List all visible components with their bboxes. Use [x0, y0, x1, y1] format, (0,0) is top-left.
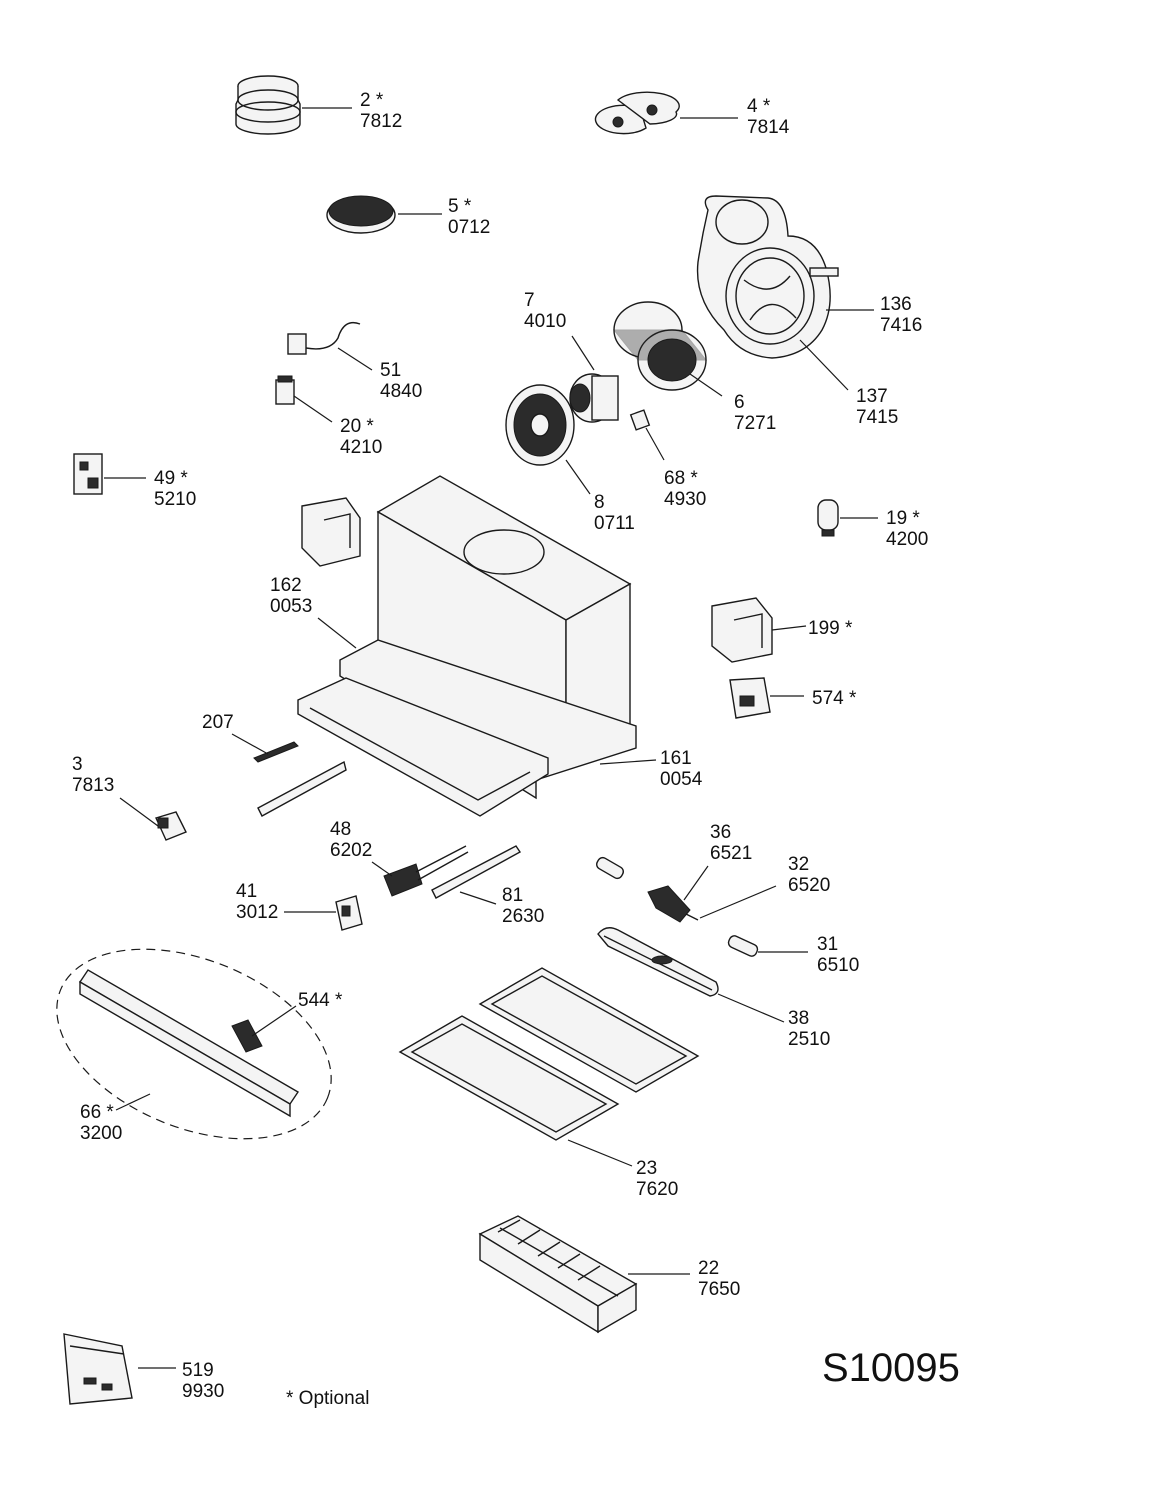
part-rail-upper	[257, 760, 347, 817]
part-motor-housing	[696, 195, 839, 359]
part-front-trim	[56, 948, 332, 1140]
part-fixing-clip	[729, 677, 771, 719]
part-latch	[155, 811, 187, 841]
part-duct-collar	[235, 75, 301, 135]
diagram-code: S10095	[822, 1346, 960, 1390]
part-strip	[253, 741, 299, 763]
callout-544: 544 *	[298, 990, 343, 1011]
callout-5: 5 *0712	[448, 196, 491, 238]
callout-68: 68 *4930	[664, 468, 707, 510]
callout-199: 199 *	[808, 618, 853, 639]
callout-20: 20 *4210	[340, 416, 383, 458]
part-control-board	[73, 453, 103, 495]
part-switch	[275, 375, 295, 405]
callout-4: 4 *7814	[747, 96, 790, 138]
part-lamp-holder	[596, 856, 699, 923]
part-hardware-bag	[63, 1333, 133, 1405]
part-fan-grille	[505, 384, 575, 466]
callout-19: 19 *4200	[886, 508, 929, 550]
part-mounting-bracket-right	[711, 597, 773, 663]
part-carbon-cassette	[478, 1215, 638, 1334]
leader-lines	[104, 107, 878, 1369]
callout-2: 2 *7812	[360, 90, 403, 132]
part-split-filter	[594, 91, 680, 135]
part-capacitor	[817, 499, 839, 537]
part-light-diffuser	[597, 927, 719, 997]
part-switch-bracket	[335, 895, 363, 931]
callout-66: 66 *3200	[80, 1102, 123, 1144]
part-fan-wheel	[612, 301, 708, 391]
part-motor	[569, 373, 619, 423]
part-cable	[287, 321, 361, 355]
part-round-carbon-filter	[326, 195, 396, 234]
optional-legend: * Optional	[286, 1388, 370, 1409]
part-connector	[629, 409, 651, 431]
part-grease-filters	[398, 967, 700, 1141]
part-mounting-bracket-left	[301, 497, 361, 567]
callout-49: 49 *5210	[154, 468, 197, 510]
part-rail-lower	[431, 845, 522, 899]
callout-574: 574 *	[812, 688, 857, 709]
callout-207: 207	[202, 712, 234, 733]
part-bulb	[727, 935, 759, 957]
part-slide-frame	[297, 639, 637, 817]
part-slide-switch	[383, 845, 469, 897]
